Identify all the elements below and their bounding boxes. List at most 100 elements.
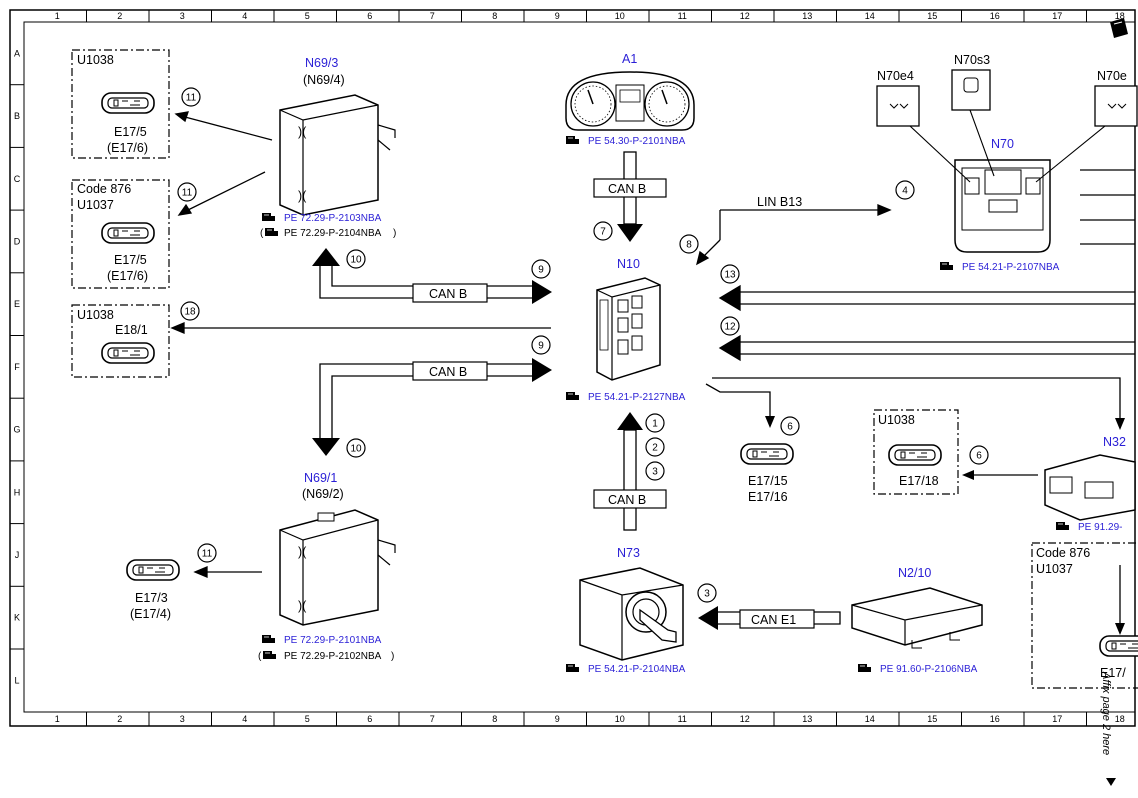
box-u1038-e17-18: U1038 E17/18 [873,409,959,495]
bus-label: CAN B [608,493,646,507]
can-b-a1-n10: CAN B [593,151,667,242]
can-b-n10-n69-1: CAN B [312,358,552,456]
row-label: F [14,362,20,372]
callout-13: 13 [720,264,740,284]
column-label: 12 [740,11,750,21]
column-label: 11 [678,11,687,21]
callout-label: 10 [350,255,362,266]
box-code: Code 876 [77,182,131,196]
module-n69-1: N69/1 (N69/2) )( )( PE 72.29-P-2101NBA (… [258,471,396,662]
component-name-right: N70e [1097,69,1127,83]
column-label: 11 [678,714,687,724]
row-label: B [14,111,20,121]
component-name: N73 [617,546,640,560]
component-name: N69/1 [304,471,337,485]
callout-1: 1 [645,413,665,433]
column-label: 9 [555,714,560,724]
side-note: Affix page 2 here [1100,671,1112,755]
component-name: N2/10 [898,566,931,580]
callout-9: 9 [531,259,551,279]
column-label: 12 [740,714,750,724]
column-label: 6 [367,714,372,724]
column-label: 2 [117,714,122,724]
component-name-switch: N70s3 [954,53,990,67]
reference-link[interactable]: PE 91.60-P-2106NBA [880,664,978,675]
box-u1038-e17-5: U1038 E17/5 (E17/6) [71,49,170,159]
connector-e17-3: E17/3 (E17/4) [126,559,180,621]
reference-link[interactable]: PE 54.21-P-2104NBA [588,664,686,675]
callout-8: 8 [679,234,699,254]
bus-label: CAN B [429,287,467,301]
box-code876-e17-5: Code 876 U1037 E17/5 (E17/6) [71,179,170,289]
component-name: A1 [622,52,637,66]
callout-18: 18 [180,301,200,321]
box-title: U1037 [1036,562,1073,576]
column-label: 4 [242,714,247,724]
column-label: 7 [430,714,435,724]
callout-label: 6 [787,422,793,433]
callout-label: 9 [538,341,544,352]
callout-label: 13 [724,270,736,281]
row-label: H [14,487,21,497]
column-label: 1 [55,714,60,724]
reference-link[interactable]: PE 54.21-P-2127NBA [588,392,686,403]
callout-label: 1 [652,419,658,430]
module-n2-10: N2/10 PE 91.60-P-2106NBA [851,566,983,675]
n10-output-lines [705,377,1121,420]
connector-label-alt: (E17/6) [107,269,148,283]
callout-label: 11 [202,549,213,560]
connector-label-alt: (E17/6) [107,141,148,155]
callout-10: 10 [346,438,366,458]
reference-link-alt: PE 72.29-P-2102NBA [284,651,382,662]
module-n10: N10 PE 54.21-P-2127NBA [565,257,686,403]
thick-arrows-right [718,284,1135,362]
down-triangle-icon [1106,778,1116,786]
connector-label: E17/15 [748,474,788,488]
component-alt-name: (N69/4) [303,73,345,87]
column-label: 17 [1052,714,1062,724]
connector-label-alt: (E17/4) [130,607,171,621]
callout-label: 9 [538,265,544,276]
reference-link[interactable]: PE 54.30-P-2101NBA [588,136,686,147]
callout-11: 11 [177,182,197,202]
reference-link[interactable]: PE 72.29-P-2103NBA [284,213,382,224]
component-label: N70 [991,137,1014,151]
connector-label: E18/1 [115,323,148,337]
reference-link-alt: PE 72.29-P-2104NBA [284,228,382,239]
column-label: 2 [117,11,122,21]
callout-label: 6 [976,451,982,462]
can-e1-n2-10-n73: CAN E1 [698,606,841,630]
reference-link[interactable]: PE 91.29- [1078,522,1122,533]
bus-label: CAN B [429,365,467,379]
column-label: 4 [242,11,247,21]
connector-e17-15: E17/15 E17/16 [740,443,794,504]
callout-label: 2 [652,443,658,454]
reference-link[interactable]: PE 54.21-P-2107NBA [962,262,1060,273]
callout-12: 12 [720,316,740,336]
column-label: 6 [367,11,372,21]
connector-label: E17/3 [135,591,168,605]
callout-label: 10 [350,444,362,455]
thin-arrows-left [170,111,551,578]
row-label: K [14,613,20,623]
callout-label: 7 [600,227,606,238]
box-code876-e17-right: Code 876 U1037 E17/ [1031,542,1138,689]
column-label: 15 [927,11,937,21]
svg-text:(: ( [260,228,264,239]
bus-label: CAN E1 [751,613,796,627]
column-label: 1 [55,11,60,21]
connector-label: E17/5 [114,253,147,267]
callout-label: 18 [184,307,196,318]
callout-label: 8 [686,240,692,251]
callout-10: 10 [346,249,366,269]
column-label: 8 [492,714,497,724]
callout-label: 3 [704,589,710,600]
column-label: 3 [180,11,185,21]
column-label: 13 [802,11,812,21]
svg-text:(: ( [258,651,262,662]
callout-label: 4 [902,186,908,197]
reference-link[interactable]: PE 72.29-P-2101NBA [284,635,382,646]
can-b-n73-n10: CAN B [593,412,667,531]
instrument-cluster-a1: A1 PE 54.30-P-2101NBA [565,52,695,147]
